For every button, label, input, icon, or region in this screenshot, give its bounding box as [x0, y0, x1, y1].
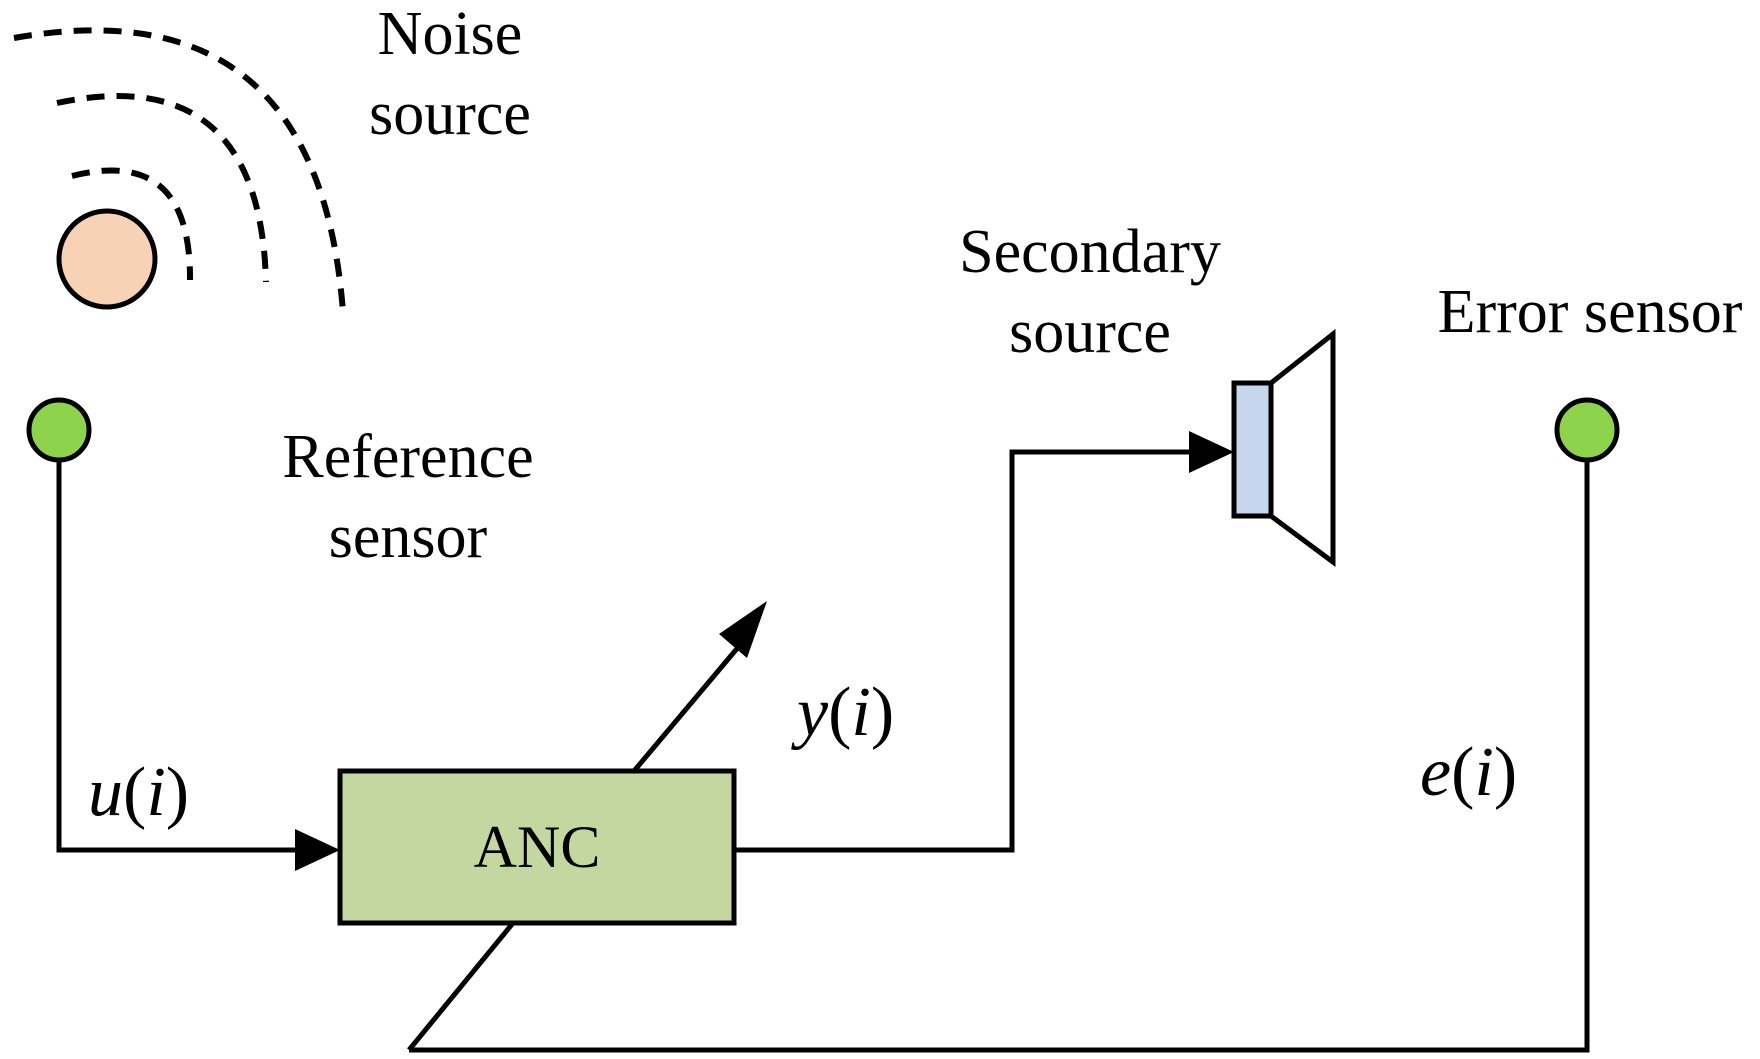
reference-signal-wire [56, 460, 300, 853]
error-sensor-icon [1554, 397, 1620, 463]
reference-signal-arrowhead [295, 829, 340, 871]
speaker-icon [1231, 328, 1336, 567]
secondary-source-label-line1: Secondary [959, 218, 1221, 286]
adaptive-diagonal-line-lower [407, 921, 515, 1052]
y-signal-label: y(i) [791, 674, 894, 751]
speaker-magnet [1231, 380, 1274, 519]
u-signal-label: u(i) [88, 754, 189, 831]
e-signal-label: e(i) [1420, 734, 1517, 811]
sound-wave-outer [13, 27, 346, 313]
sound-wave-inner [71, 167, 194, 281]
reference-sensor-label-line1: Reference [282, 423, 533, 491]
noise-source-label-line1: Noise [378, 0, 523, 68]
noise-source [13, 27, 346, 313]
adaptive-diagonal-line-upper [632, 643, 742, 773]
control-signal-arrowhead [1189, 431, 1234, 473]
error-sensor-label: Error sensor [1438, 278, 1743, 346]
noise-source-circle [56, 208, 158, 310]
reference-sensor-label-line2: sensor [329, 503, 488, 571]
error-signal-wire [409, 460, 1590, 1053]
secondary-source-label-line2: source [1009, 298, 1171, 366]
adaptive-diagonal-arrowhead [719, 601, 767, 658]
sound-wave-middle [56, 93, 269, 283]
speaker-cone [1268, 328, 1336, 567]
anc-block [337, 768, 737, 926]
control-signal-wire [734, 449, 1194, 853]
reference-sensor-icon [26, 397, 92, 463]
noise-source-label-line2: source [369, 80, 531, 148]
anc-block-label: ANC [474, 814, 601, 880]
